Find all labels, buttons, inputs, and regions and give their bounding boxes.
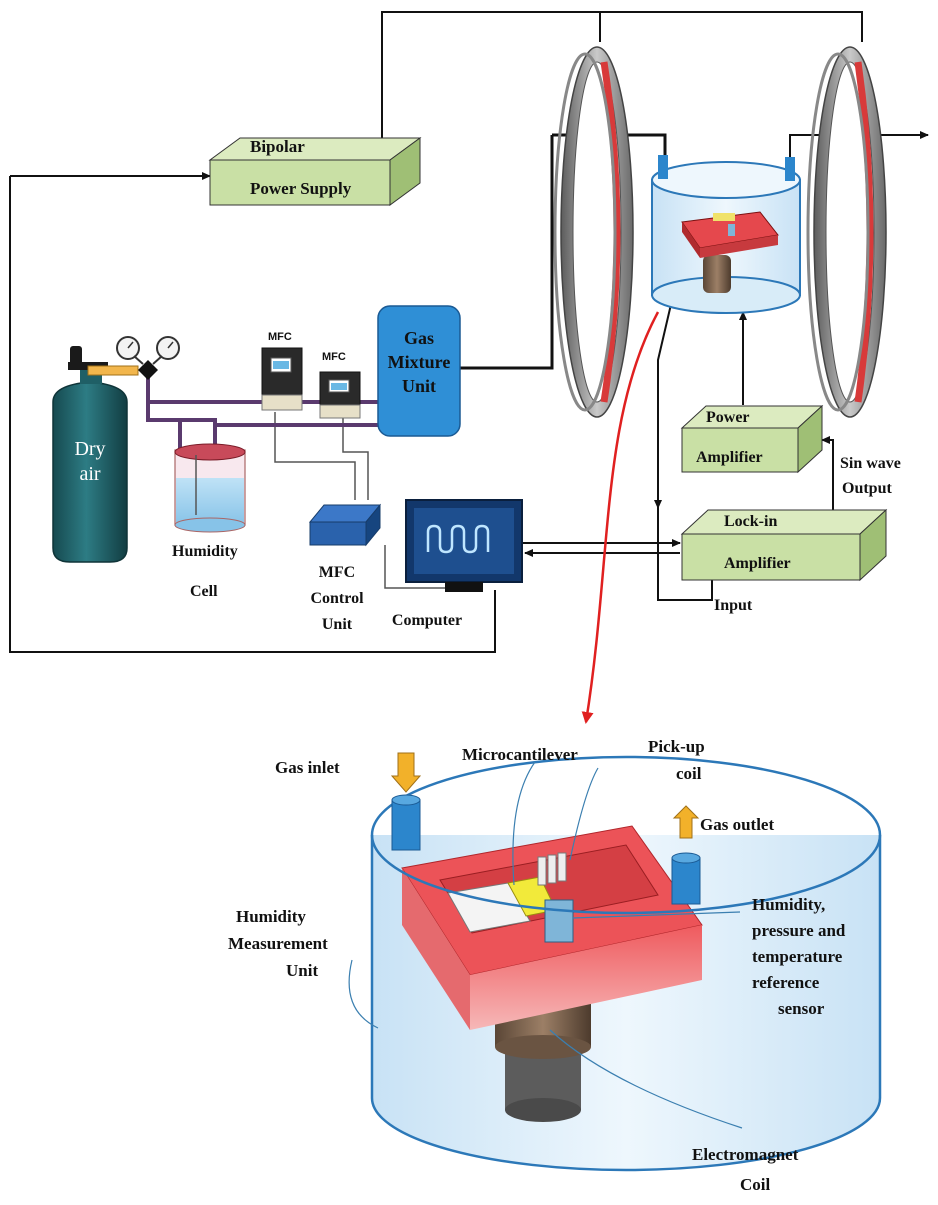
- mfc-control-label-1: MFC: [319, 564, 355, 581]
- electromagnet-label-1: Electromagnet: [692, 1145, 799, 1164]
- gas-outlet-label: Gas outlet: [700, 815, 774, 834]
- bipolar-label-2: Power Supply: [250, 179, 352, 198]
- gas-regulator: [87, 336, 180, 380]
- helmholtz-coil-right: [806, 46, 887, 418]
- sensor-label-5: sensor: [778, 999, 825, 1018]
- gas-mixture-unit: Gas Mixture Unit: [377, 305, 461, 437]
- sensor-label-2: pressure and: [752, 921, 846, 940]
- gas-unit-label-3: Unit: [402, 376, 436, 396]
- hmu-label-1: Humidity: [236, 907, 306, 926]
- humidity-cell-label-2: Cell: [190, 583, 218, 600]
- gas-unit-label-2: Mixture: [388, 352, 451, 372]
- sensor-label-4: reference: [752, 973, 820, 992]
- waveform-icon: [426, 524, 490, 554]
- gas-tubing: [146, 370, 378, 470]
- computer-label: Computer: [392, 612, 462, 629]
- dry-air-cylinder: Dry air: [52, 346, 128, 563]
- sensor-label-3: temperature: [752, 947, 843, 966]
- input-label: Input: [714, 597, 753, 614]
- mfc-control-unit: MFC Control Unit: [308, 503, 382, 633]
- gas-inlet-label: Gas inlet: [275, 758, 340, 777]
- mfc-control-label-2: Control: [310, 590, 364, 607]
- pick-up-coil-label-2: coil: [676, 764, 702, 783]
- sensor-stage: [401, 825, 703, 1030]
- lock-in-label-1: Lock-in: [724, 513, 777, 530]
- zoom-pointer-arrow: [581, 311, 660, 724]
- sin-wave-label-2: Output: [842, 480, 892, 497]
- mass-flow-controller-1: MFC: [261, 331, 303, 411]
- helmholtz-coil-left: [553, 46, 634, 418]
- power-amp-label-2: Amplifier: [696, 449, 763, 466]
- humidity-cell: Humidity Cell: [172, 443, 246, 600]
- measurement-chamber-small: [651, 155, 801, 314]
- sin-wave-label-1: Sin wave: [840, 455, 901, 472]
- mfc-2-label: MFC: [322, 351, 346, 363]
- gas-inlet-pipe: [390, 752, 422, 851]
- humidity-measurement-unit: [370, 752, 882, 1172]
- mfc-1-label: MFC: [268, 331, 292, 343]
- dry-air-label-1: Dry: [74, 438, 105, 460]
- callout-lines: [348, 761, 743, 1129]
- mfc-control-label-3: Unit: [322, 616, 353, 633]
- lock-in-amplifier: Lock-in Amplifier: [680, 508, 888, 582]
- bipolar-label-1: Bipolar: [250, 137, 305, 156]
- power-amplifier: Power Amplifier: [680, 404, 824, 474]
- hmu-label-3: Unit: [286, 961, 318, 980]
- sensor-label-1: Humidity,: [752, 895, 825, 914]
- mass-flow-controller-2: MFC: [319, 351, 361, 419]
- pick-up-coil-label-1: Pick-up: [648, 737, 705, 756]
- microcantilever-label: Microcantilever: [462, 745, 578, 764]
- signal-wires: [9, 11, 929, 653]
- humidity-cell-label-1: Humidity: [172, 543, 238, 560]
- hmu-label-2: Measurement: [228, 934, 328, 953]
- electromagnet-label-2: Coil: [740, 1175, 771, 1194]
- dry-air-label-2: air: [79, 463, 100, 485]
- gas-outlet-pipe: [671, 805, 701, 905]
- computer: Computer: [392, 499, 523, 629]
- gas-unit-label-1: Gas: [404, 328, 434, 348]
- bipolar-power-supply: Bipolar Power Supply: [208, 137, 422, 206]
- lock-in-label-2: Amplifier: [724, 555, 791, 572]
- power-amp-label-1: Power: [706, 409, 750, 426]
